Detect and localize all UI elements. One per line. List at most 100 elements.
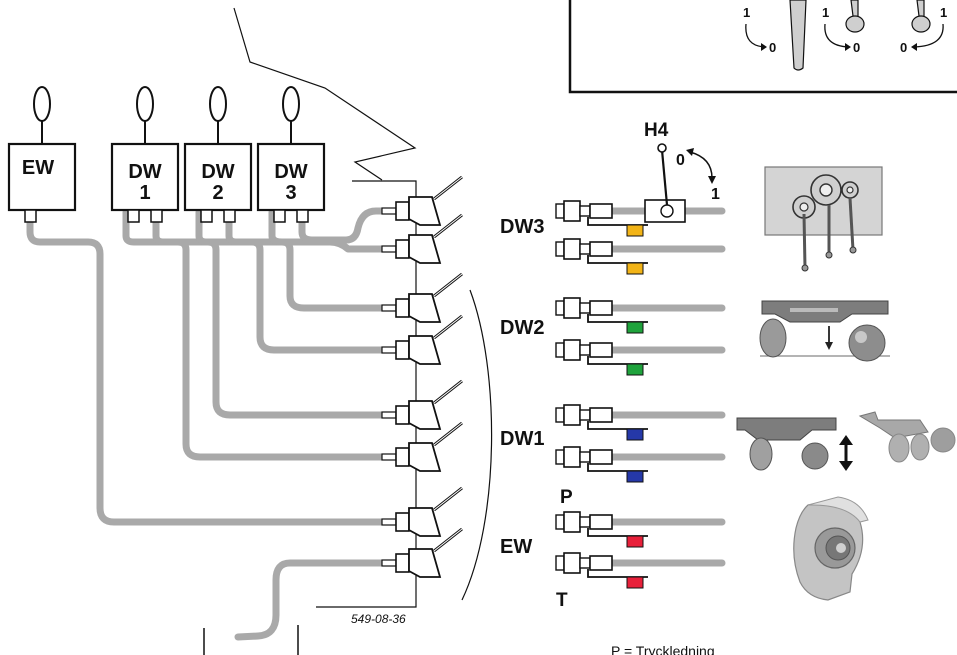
panel-lever-tip — [849, 246, 857, 254]
h4-turn-arrow — [689, 151, 713, 179]
valve-lever-knob — [33, 86, 51, 122]
quick-coupling-body — [563, 552, 581, 574]
dw1-wheel — [801, 442, 829, 470]
coupler-cap-lever-inner — [433, 176, 463, 200]
dw2-frame-detail — [790, 308, 838, 312]
quick-coupling-tip — [555, 203, 565, 219]
inset-position-1: 1 — [940, 5, 947, 20]
inset-arrow-head — [911, 43, 917, 51]
valve-port — [127, 209, 140, 223]
quick-coupling-body — [563, 238, 581, 260]
coupler-dust-cap — [408, 196, 442, 226]
quick-coupling-fitting — [589, 555, 613, 571]
dw2-wheel-highlight — [855, 331, 867, 343]
coupler-cap-lever-inner — [433, 315, 463, 339]
quick-coupling-tip — [555, 555, 565, 571]
valve-label: EW — [22, 157, 54, 179]
h4-arrow-head — [708, 176, 716, 184]
coupler-dust-cap — [408, 335, 442, 365]
coupler-nut — [395, 201, 410, 221]
inset-position-1: 1 — [822, 5, 829, 20]
quick-coupling-neck — [579, 557, 591, 569]
quick-coupling-tip — [555, 514, 565, 530]
colour-tag — [626, 576, 644, 589]
dw1-lift-arrow-up — [839, 435, 853, 445]
h4-handle-knob — [657, 143, 667, 153]
part-number: 549-08-36 — [351, 612, 406, 626]
valve-port — [223, 209, 236, 223]
coupler-nut — [395, 298, 410, 318]
inset-lever-3-knob — [911, 15, 931, 33]
inset-turn-arrow — [824, 23, 850, 48]
h4-label: H4 — [644, 120, 669, 141]
hose-ew-pressure — [26, 208, 396, 526]
coupler-panel-outline — [316, 180, 417, 608]
quick-coupling-body — [563, 446, 581, 468]
valve-body — [183, 142, 253, 212]
valve-number: 2 — [212, 182, 223, 204]
coupler-dust-cap — [408, 507, 442, 537]
coupler-nut — [395, 553, 410, 573]
quick-coupling-fitting — [589, 407, 613, 423]
quick-coupling-neck — [579, 243, 591, 255]
coupler-dust-cap — [408, 400, 442, 430]
colour-tag — [626, 470, 644, 483]
quick-coupling-fitting — [589, 514, 613, 530]
legend-text: P = Tryckledning — [611, 643, 715, 655]
dw1-lift-arrow-down — [839, 461, 853, 471]
hose-return — [234, 559, 396, 641]
inset-turn-arrow — [913, 23, 944, 48]
colour-tag — [626, 363, 644, 376]
valve-body — [256, 142, 326, 212]
quick-coupling-neck — [579, 409, 591, 421]
dw1-raised-wheel — [930, 427, 956, 453]
coupler-cap-lever-inner — [433, 487, 463, 511]
panel-lever-rod — [848, 197, 855, 251]
colour-tag — [626, 262, 644, 275]
valve-number: 1 — [139, 182, 150, 204]
inset-arrow-head — [761, 43, 767, 51]
coupler-dust-cap — [408, 442, 442, 472]
panel-lever-tip — [825, 251, 833, 259]
valve-port — [273, 209, 286, 223]
coupler-dust-cap — [408, 293, 442, 323]
inset-turn-arrow — [745, 23, 766, 48]
panel-lever-hub-inner — [846, 186, 854, 194]
footer: 549-08-36 P = Tryckledning — [351, 612, 715, 655]
group-label: DW1 — [500, 428, 544, 450]
quick-coupling-fitting — [589, 203, 613, 219]
inset-position-0: 0 — [769, 40, 776, 55]
coupler-dust-cap — [408, 548, 442, 578]
valve-label: DW — [128, 161, 161, 183]
h4-position-1: 1 — [711, 186, 720, 203]
coupler-cap-lever-inner — [433, 528, 463, 552]
blower-hub — [836, 543, 846, 553]
colour-tag — [626, 535, 644, 548]
quick-coupling-tip — [555, 241, 565, 257]
valve-body — [7, 142, 77, 212]
valve-label: DW — [201, 161, 234, 183]
hose-dw3-b — [298, 207, 396, 244]
hose-dw2-b — [225, 208, 396, 312]
quick-coupling-neck — [579, 516, 591, 528]
inset-lever-2-knob — [845, 15, 865, 33]
valve-number: 3 — [285, 182, 296, 204]
dw1-raised-frame — [858, 411, 929, 439]
quick-coupling-body — [563, 297, 581, 319]
coupler-stem — [381, 346, 397, 354]
valve-port — [296, 209, 309, 223]
coupler-stem — [381, 245, 397, 253]
panel-lever-hub-inner — [799, 202, 809, 212]
dw1-disc — [749, 437, 773, 471]
coupler-cap-lever-inner — [433, 380, 463, 404]
inset-box — [568, 0, 957, 94]
coupler-nut — [395, 340, 410, 360]
quick-coupling-neck — [579, 302, 591, 314]
valve-body — [110, 142, 180, 212]
coupler-stem — [381, 411, 397, 419]
quick-coupling-body — [563, 404, 581, 426]
pressure-marker: P — [560, 487, 573, 508]
quick-coupling-fitting — [589, 300, 613, 316]
